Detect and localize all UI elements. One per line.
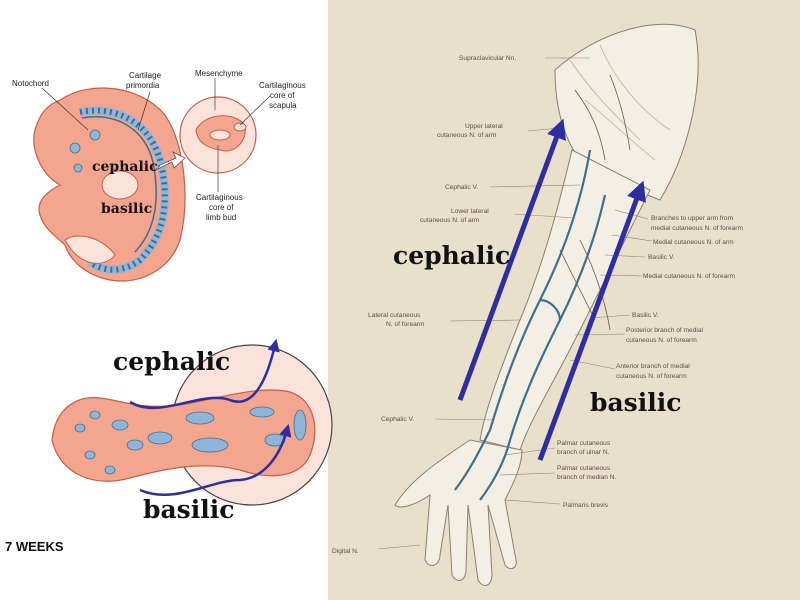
label-cephalic-v-lower: Cephalic V. [381, 416, 414, 423]
label-upper-lateral-1: Upper lateral [465, 123, 503, 130]
cephalic-arrow [457, 118, 566, 401]
label-lower-lateral-2: cutaneous N. of arm [420, 217, 480, 224]
label-palmar-median-2: branch of median N. [557, 474, 617, 481]
label-palmar-ulnar-2: branch of ulnar N. [557, 449, 610, 456]
label-limb-1: Cartilaginous [196, 193, 243, 202]
inset-scapula-core [233, 122, 247, 132]
label-notochord: Notochord [12, 79, 49, 88]
label-anterior-branch-1: Anterior branch of medial [616, 363, 690, 370]
label-cartilage-2: primordia [126, 81, 160, 90]
label-lateral-forearm-2: N. of forearm [386, 321, 425, 328]
hand-plate-figure: cephalic basilic 7 WEEKS [5, 338, 333, 554]
label-branches-2: medial cutaneous N. of forearm [651, 225, 743, 232]
median-cubital-vein [539, 298, 562, 321]
shoulder-muscle-lines [569, 44, 671, 161]
hand-outline [394, 439, 523, 586]
embryo-basilic-label: basilic [101, 201, 152, 217]
shoulder-outline [554, 23, 699, 201]
label-lower-lateral-1: Lower lateral [451, 208, 489, 215]
hand-plate-outline [51, 389, 316, 482]
embryo-cephalic-label: cephalic [92, 159, 158, 175]
label-scapula-2: core of [270, 91, 295, 100]
label-lateral-forearm-1: Lateral cutaneous [368, 312, 421, 319]
embryo-notochord [81, 116, 157, 253]
label-mesenchyme: Mesenchyme [195, 69, 243, 78]
embryo-pointer-arrow [157, 151, 186, 170]
embryo-figure: Notochord Cartilage primordia Mesenchyme… [12, 69, 306, 282]
label-palmaris-brevis: Palmaris brevis [563, 502, 609, 509]
label-supraclavicular: Supraclavicular Nn. [459, 55, 516, 62]
label-posterior-branch-1: Posterior branch of medial [626, 327, 703, 334]
label-palmar-median-1: Palmar cutaneous [557, 465, 611, 472]
label-basilic-v-lower: Basilic V. [632, 312, 659, 319]
embryo-vertebrae [79, 107, 168, 273]
arm-plate: Supraclavicular Nn. Upper lateral cutane… [328, 0, 800, 600]
label-limb-2: core of [209, 203, 234, 212]
hand-basilic-label: basilic [143, 495, 234, 524]
label-cephalic-v-upper: Cephalic V. [445, 184, 478, 191]
label-medial-forearm: Medial cutaneous N. of forearm [643, 273, 735, 280]
inset-limb-core [209, 129, 231, 141]
hand-cephalic-arrow [129, 338, 280, 410]
label-palmar-ulnar-1: Palmar cutaneous [557, 440, 611, 447]
label-scapula-3: scapula [269, 101, 297, 110]
hand-cephalic-label: cephalic [113, 347, 230, 376]
label-digital: Digital N. [332, 548, 359, 555]
lower-limb-bud [64, 235, 116, 264]
label-medial-arm: Medial cutaneous N. of arm [653, 239, 734, 246]
label-basilic-v-upper: Basilic V. [648, 254, 675, 261]
upper-limb-bud [101, 170, 139, 200]
basilic-arrow [537, 180, 646, 461]
hand-basilic-arrow [139, 423, 292, 496]
label-limb-3: limb bud [206, 213, 236, 222]
hand-veins [454, 429, 512, 501]
label-anterior-branch-2: cutaneous N. of forearm [616, 373, 687, 380]
label-scapula-1: Cartilaginous [259, 81, 306, 90]
label-upper-lateral-2: cutaneous N. of arm [437, 132, 497, 139]
label-posterior-branch-2: cutaneous N. of forearm [626, 337, 697, 344]
arm-basilic-label: basilic [590, 388, 681, 417]
label-branches-1: Branches to upper arm from [651, 215, 734, 222]
label-cartilage-1: Cartilage [129, 71, 162, 80]
arm-veins [454, 149, 607, 501]
arm-cephalic-label: cephalic [393, 241, 510, 270]
age-label: 7 WEEKS [5, 539, 64, 554]
